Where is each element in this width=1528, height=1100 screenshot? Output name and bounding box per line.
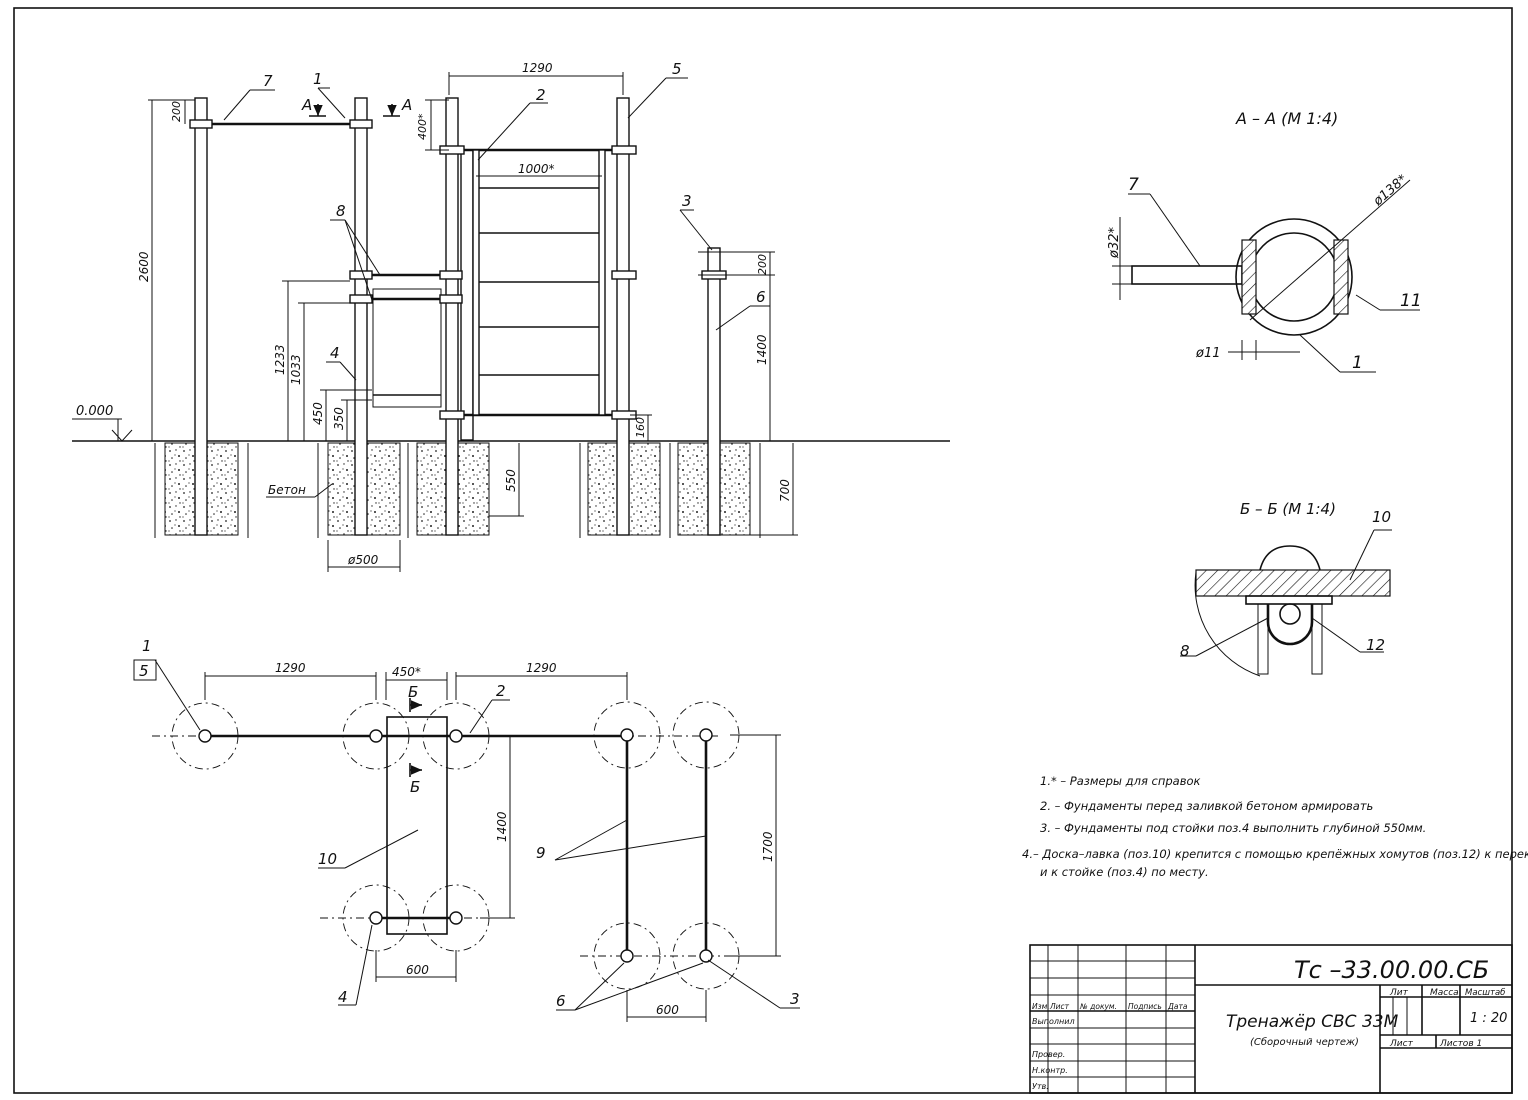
plan-dim-1400: 1400 xyxy=(495,811,509,842)
tb-row-executed: Выполнил xyxy=(1032,1017,1075,1026)
notes: 1.* – Размеры для справок 2. – Фундамент… xyxy=(1022,774,1528,879)
tb-col-docnum: № докум. xyxy=(1079,1002,1117,1011)
sheet-frame xyxy=(13,7,1513,1094)
plan-pos-10: 10 xyxy=(318,850,337,868)
tb-col-sign: Подпись xyxy=(1128,1002,1162,1011)
pos-7: 7 xyxy=(263,72,273,90)
pos-6: 6 xyxy=(756,288,766,306)
tb-lit: Лит xyxy=(1389,988,1409,998)
tb-sheets-label: Листов 1 xyxy=(1439,1039,1482,1049)
tb-col-list: Лист xyxy=(1049,1002,1070,1011)
section-aa-dia-post: ø138* xyxy=(1370,172,1411,210)
dim-post3-height: 1400 xyxy=(755,334,769,365)
concrete-label: Бетон xyxy=(268,483,306,497)
plan-bench-board xyxy=(386,716,448,935)
title-block: Изм. Лист № докум. Подпись Дата Выполнил… xyxy=(1029,944,1513,1094)
dim-depth700: 700 xyxy=(778,479,792,502)
pos-8: 8 xyxy=(336,202,346,220)
plan-dim-1700: 1700 xyxy=(761,831,775,862)
dim-h350: 350 xyxy=(332,407,346,430)
pos-4: 4 xyxy=(330,344,340,362)
tb-mass: Масса xyxy=(1430,988,1459,998)
pos-1: 1 xyxy=(313,70,323,88)
plan-dim-span-mid: 450* xyxy=(392,665,421,679)
tb-doc-type: (Сборочный чертеж) xyxy=(1250,1036,1359,1048)
section-aa-dia-bolt: ø11 xyxy=(1195,346,1221,361)
section-aa-pos-7: 7 xyxy=(1128,175,1139,195)
section-aa: А – А (М 1:4) ø32* ø138* ø11 7 11 1 xyxy=(1107,109,1422,373)
elevation-view: 0.000 xyxy=(72,60,950,572)
dim-span-top: 1290 xyxy=(522,61,553,75)
dim-top-offset: 200 xyxy=(170,101,183,122)
note-3: 3. – Фундаменты под стойки поз.4 выполни… xyxy=(1040,821,1426,835)
section-bb-pos-10: 10 xyxy=(1372,508,1391,526)
elevation-dimensions xyxy=(148,72,798,572)
dim-h160: 160 xyxy=(634,417,647,438)
plan-pos-2: 2 xyxy=(496,682,506,700)
dim-post3-top: 200 xyxy=(756,254,769,275)
plan-dim-600-right: 600 xyxy=(656,1003,679,1017)
dim-ladder-width: 1000* xyxy=(518,162,555,176)
posts xyxy=(194,97,721,536)
level-mark: 0.000 xyxy=(72,404,133,442)
dim-bar-offset: 400* xyxy=(416,113,429,140)
plan-pos-9: 9 xyxy=(536,844,546,862)
plan-pos-6: 6 xyxy=(556,992,566,1010)
section-mark-a-right: А xyxy=(401,96,412,114)
section-bb-pos-8: 8 xyxy=(1180,642,1190,660)
pos-3: 3 xyxy=(682,192,692,210)
tb-scale-label: Масштаб xyxy=(1465,988,1505,998)
dim-h450: 450 xyxy=(311,402,325,425)
note-1: 1.* – Размеры для справок xyxy=(1040,774,1201,788)
note-2: 2. – Фундаменты перед заливкой бетоном а… xyxy=(1040,799,1373,813)
plan-view: 1290 450* 1290 1400 1700 600 600 1 5 2 1… xyxy=(133,637,800,1022)
dim-total-height: 2600 xyxy=(137,251,151,282)
note-4: 4.– Доска–лавка (поз.10) крепится с помо… xyxy=(1022,847,1528,861)
plan-dim-span-right: 1290 xyxy=(526,661,557,675)
post-6 xyxy=(460,149,474,441)
post-5 xyxy=(707,247,721,536)
plan-dim-600-left: 600 xyxy=(406,963,429,977)
plan-dim-span-left: 1290 xyxy=(275,661,306,675)
post-2 xyxy=(354,97,368,536)
dim-depth550: 550 xyxy=(504,469,518,492)
tb-row-approved: Утв. xyxy=(1032,1082,1049,1091)
section-aa-pos-11: 11 xyxy=(1400,291,1422,311)
section-mark-b-bottom: Б xyxy=(410,778,420,796)
tb-scale-value: 1 : 20 xyxy=(1470,1011,1507,1026)
pos-5: 5 xyxy=(672,60,682,78)
section-aa-dia-bar: ø32* xyxy=(1107,227,1122,259)
section-mark-b-top: Б xyxy=(408,683,418,701)
section-mark-a-left: А xyxy=(301,96,312,114)
pos-2: 2 xyxy=(536,86,546,104)
post-1 xyxy=(194,97,208,536)
post-4 xyxy=(616,97,630,536)
tb-product-name: Тренажёр СВС 33М xyxy=(1226,1012,1399,1032)
plan-pos-1: 1 xyxy=(142,637,152,655)
plan-pos-5: 5 xyxy=(139,662,149,680)
dim-diameter: ø500 xyxy=(347,553,379,567)
tb-row-checked: Провер. xyxy=(1032,1050,1065,1059)
section-aa-title: А – А (М 1:4) xyxy=(1235,109,1338,128)
plan-posts xyxy=(198,728,713,963)
note-4-cont: и к стойке (поз.4) по месту. xyxy=(1040,865,1209,879)
tb-sheet-label: Лист xyxy=(1389,1039,1414,1049)
dim-h1233: 1233 xyxy=(273,344,287,375)
plan-pos-4: 4 xyxy=(338,988,348,1006)
level-mark-label: 0.000 xyxy=(76,404,113,419)
post-3 xyxy=(445,97,459,536)
section-bb-pos-12: 12 xyxy=(1366,636,1385,654)
plan-pos-3: 3 xyxy=(790,990,800,1008)
dim-h1033: 1033 xyxy=(289,354,303,385)
tb-col-date: Дата xyxy=(1167,1002,1188,1011)
tb-row-ncontrol: Н.контр. xyxy=(1032,1066,1068,1075)
section-aa-pos-1: 1 xyxy=(1352,353,1363,373)
tb-col-izm: Изм. xyxy=(1032,1002,1050,1011)
tb-doc-code: Тс –33.00.00.СБ xyxy=(1294,956,1489,984)
wall-ladder xyxy=(439,145,637,420)
section-bb: Б – Б (М 1:4) 10 8 12 xyxy=(1180,500,1392,677)
bench xyxy=(349,270,463,408)
section-bb-title: Б – Б (М 1:4) xyxy=(1240,500,1336,518)
